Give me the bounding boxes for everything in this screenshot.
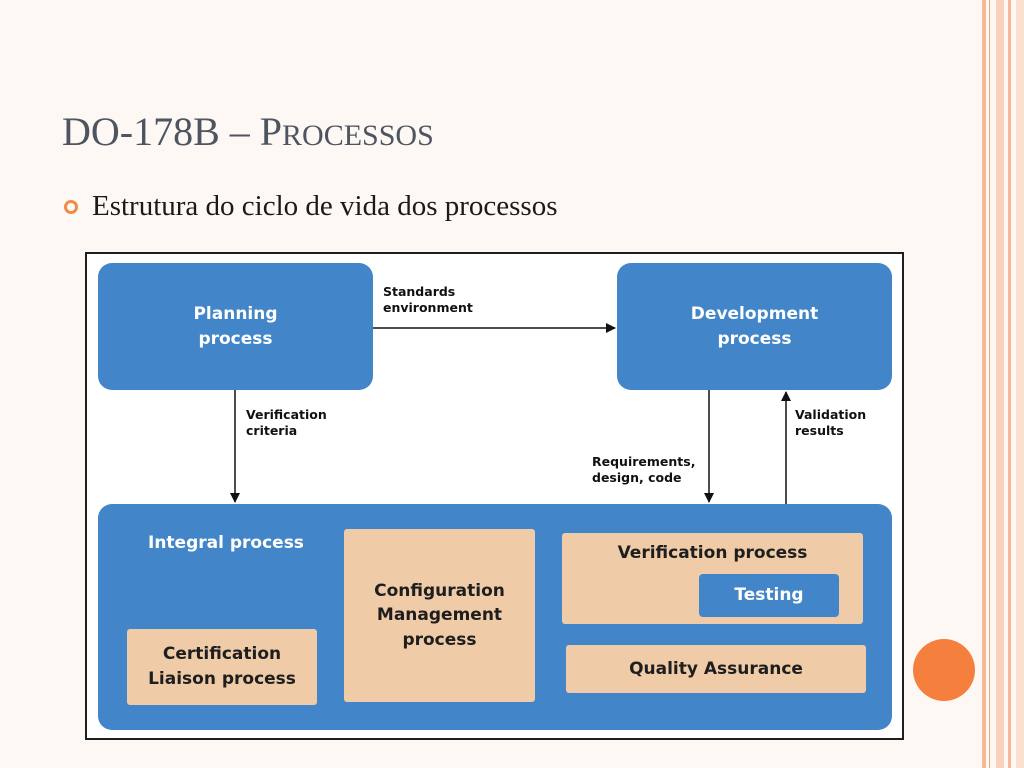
bullet-ring-icon [64, 199, 78, 214]
edge-label-requirements-design-code: Requirements, design, code [592, 454, 696, 486]
decorative-orange-circle [913, 639, 975, 701]
bullet-text: Estrutura do ciclo de vida dos processos [92, 190, 558, 222]
quality-assurance-box: Quality Assurance [566, 645, 866, 693]
bullet-item: Estrutura do ciclo de vida dos processos [64, 190, 558, 223]
decorative-stripe [982, 0, 986, 768]
decorative-stripe [989, 0, 990, 768]
slide-title: DO-178B – PROCESSOS [62, 108, 434, 155]
lifecycle-diagram: Planning process Development process Int… [85, 252, 904, 740]
slide-title-smallcaps: ROCESSOS [282, 119, 434, 152]
edge-label-verification-criteria: Verification criteria [246, 407, 327, 439]
edge-label-validation-results: Validation results [795, 407, 867, 439]
verification-process-box: Verification process Testing [562, 533, 863, 624]
configuration-management-box: Configuration Management process [344, 529, 535, 702]
verification-process-label: Verification process [617, 543, 808, 563]
integral-process-label: Integral process [148, 533, 304, 553]
testing-box: Testing [699, 574, 839, 617]
certification-liaison-box: Certification Liaison process [127, 629, 317, 705]
decorative-stripe [1008, 0, 1011, 768]
decorative-stripe [1016, 0, 1024, 768]
edge-label-standards-environment: Standards environment [383, 284, 473, 316]
planning-process-box: Planning process [98, 263, 373, 390]
slide-title-main: DO-178B – P [62, 109, 283, 154]
development-process-box: Development process [617, 263, 892, 390]
decorative-stripe [996, 0, 1004, 768]
diagram-connectors [230, 323, 791, 504]
